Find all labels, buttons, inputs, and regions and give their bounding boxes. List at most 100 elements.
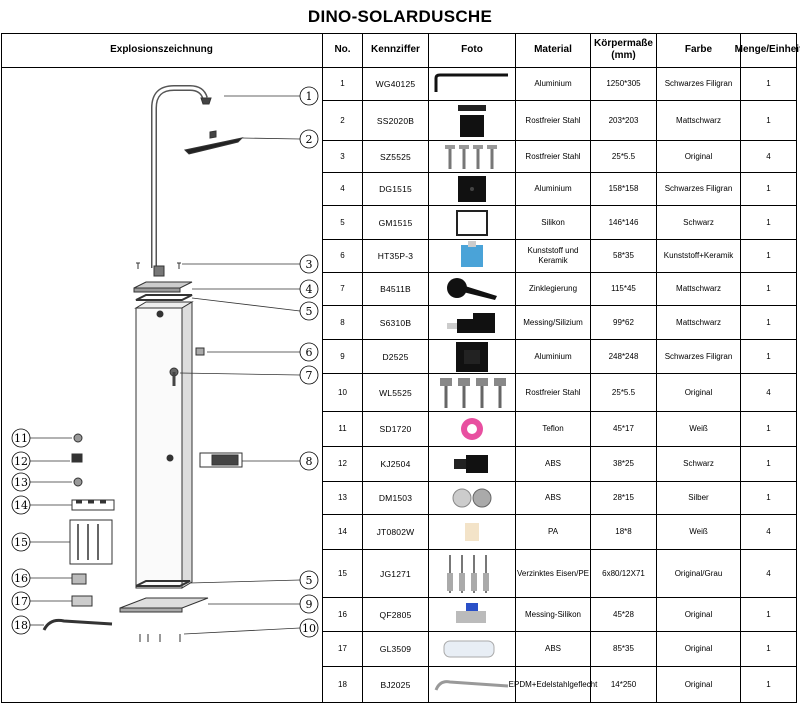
callout-right-6: 6 [299, 342, 319, 362]
cell-material: Rostfreier Stahl [516, 101, 591, 141]
cell-qty: 4 [741, 374, 797, 412]
cell-material: ABS [516, 482, 591, 515]
cell-color: Mattschwarz [657, 101, 741, 141]
cell-dim: 28*15 [591, 482, 657, 515]
cell-no: 16 [323, 598, 363, 632]
cell-dim: 158*158 [591, 173, 657, 206]
callout-label: 15 [14, 536, 28, 549]
cell-material: Rostfreier Stahl [516, 141, 591, 173]
cell-no: 7 [323, 273, 363, 306]
cell-dim: 99*62 [591, 306, 657, 340]
cell-color: Original/Grau [657, 550, 741, 598]
header-dimensions: Körpermaße (mm) [591, 33, 657, 68]
drawing-top-cap [133, 281, 193, 289]
drawing-tape [73, 433, 83, 443]
callout-left-13: 13 [11, 472, 31, 492]
teflon-tape-icon [429, 412, 516, 447]
cell-no: 2 [323, 101, 363, 141]
cell-material: Aluminium [516, 68, 591, 101]
explosion-panel [1, 68, 323, 703]
cell-qty: 4 [741, 141, 797, 173]
callout-right-5: 5 [299, 301, 319, 321]
drawing-shower-arm-highlight [152, 86, 207, 268]
drawing-lower-gasket [135, 580, 191, 587]
cell-no: 15 [323, 550, 363, 598]
drawing-column-hole [156, 310, 164, 318]
callout-right-4: 4 [299, 279, 319, 299]
cell-dim: 248*248 [591, 340, 657, 374]
drawing-valve-small [71, 573, 87, 585]
header-material: Material [516, 33, 591, 68]
cell-qty: 1 [741, 482, 797, 515]
callout-label: 7 [306, 369, 313, 382]
header-color: Farbe [657, 33, 741, 68]
cell-color: Schwarzes Filigran [657, 340, 741, 374]
callout-left-15: 15 [11, 532, 31, 552]
cell-qty: 4 [741, 515, 797, 550]
base-plate-icon [429, 340, 516, 374]
cell-color: Schwarzes Filigran [657, 173, 741, 206]
callout-left-11: 11 [11, 428, 31, 448]
cell-qty: 1 [741, 667, 797, 703]
cell-code: QF2805 [363, 598, 429, 632]
cell-code: KJ2504 [363, 447, 429, 482]
callout-right-10: 10 [299, 618, 319, 638]
cell-dim: 115*45 [591, 273, 657, 306]
cell-no: 5 [323, 206, 363, 240]
hose-connector-icon [429, 447, 516, 482]
drawing-filter [71, 595, 93, 607]
callout-label: 18 [14, 619, 28, 632]
drawing-bolts [139, 634, 181, 642]
cell-color: Schwarzes Filigran [657, 68, 741, 101]
cell-code: DG1515 [363, 173, 429, 206]
cell-no: 17 [323, 632, 363, 667]
cell-code: B4511B [363, 273, 429, 306]
callout-label: 17 [14, 595, 28, 608]
adapter-icon [429, 482, 516, 515]
foot-shower-icon [429, 306, 516, 340]
cell-code: SS2020B [363, 101, 429, 141]
cell-material: Aluminium [516, 340, 591, 374]
drawing-screw [177, 262, 181, 269]
callout-left-18: 18 [11, 615, 31, 635]
cell-dim: 85*35 [591, 632, 657, 667]
cell-code: WG40125 [363, 68, 429, 101]
cell-dim: 58*35 [591, 240, 657, 273]
cell-material: Rostfreier Stahl [516, 374, 591, 412]
bolts-icon [429, 374, 516, 412]
cell-no: 8 [323, 306, 363, 340]
callout-label: 5 [306, 305, 313, 318]
drawing-shower-head [183, 137, 244, 155]
cell-no: 4 [323, 173, 363, 206]
header-quantity: Menge/Einheit [735, 33, 800, 68]
callout-right-2: 2 [299, 129, 319, 149]
cell-color: Weiß [657, 515, 741, 550]
drawing-foot-outlet [166, 454, 174, 462]
page-title: DINO-SOLARDUSCHE [307, 7, 493, 26]
cell-qty: 1 [741, 306, 797, 340]
cell-qty: 1 [741, 598, 797, 632]
cell-no: 12 [323, 447, 363, 482]
drawing-top-cap-side [133, 287, 181, 293]
screws-icon [429, 141, 516, 173]
cartridge-icon [429, 240, 516, 273]
cell-no: 18 [323, 667, 363, 703]
callout-label: 5 [306, 574, 313, 587]
callout-label: 11 [14, 432, 28, 445]
cell-dim: 25*5.5 [591, 141, 657, 173]
cell-code: JG1271 [363, 550, 429, 598]
cell-material: Messing-Silikon [516, 598, 591, 632]
shower-arm-icon [429, 68, 516, 101]
drawing-anchors-box [69, 519, 113, 565]
cell-dim: 14*250 [591, 667, 657, 703]
callout-right-3: 3 [299, 254, 319, 274]
header-no: No. [323, 33, 363, 68]
cell-material: Zinklegierung [516, 273, 591, 306]
drawing-hose [42, 618, 113, 631]
top-cap-icon [429, 173, 516, 206]
cell-material: EPDM+Edelstahlgeflecht [509, 667, 597, 703]
hose-icon [429, 667, 516, 703]
callout-left-14: 14 [11, 495, 31, 515]
cell-qty: 1 [741, 447, 797, 482]
